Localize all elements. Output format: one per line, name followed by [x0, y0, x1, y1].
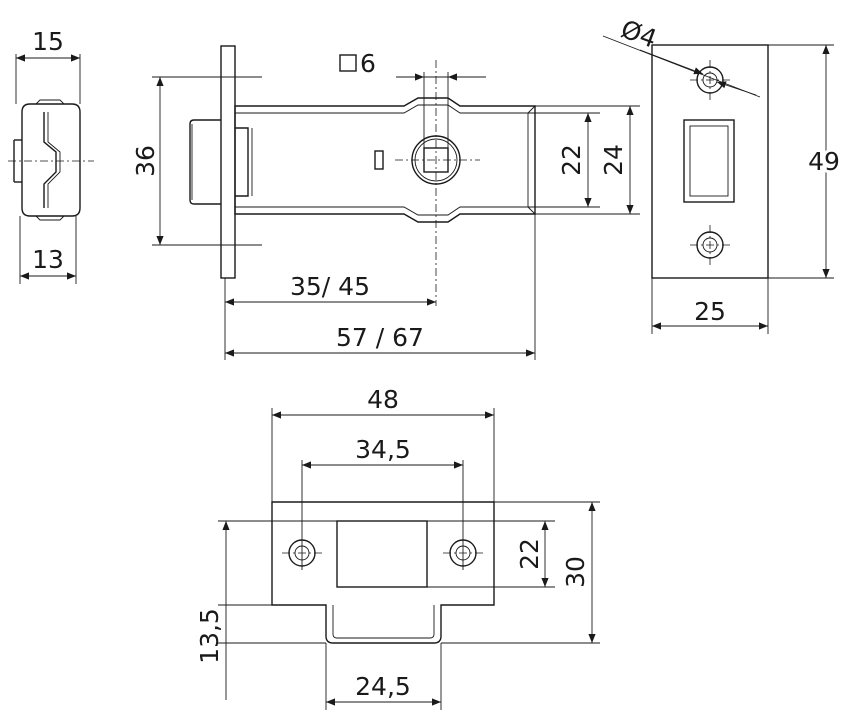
faceplate-outline [651, 44, 769, 279]
side-view-body [21, 103, 81, 217]
dim-label-hole-spacing: 34,5 [355, 435, 411, 464]
dim-label-faceplate-height: 36 [131, 145, 160, 177]
dim-label-hole-diameter: Ø4 [617, 14, 660, 53]
dim-label-case-outer: 24 [599, 144, 628, 176]
dim-label-side-bottom: 13 [32, 245, 64, 274]
latch-bolt [189, 119, 221, 205]
side-view: 15 13 [8, 27, 94, 284]
dim-label-total: 57 / 67 [336, 323, 424, 352]
dim-label-strike-inner: 22 [515, 538, 544, 570]
strike-window [336, 520, 428, 588]
square-symbol-icon [339, 54, 357, 72]
dim-label-backset: 35/ 45 [290, 272, 370, 301]
dim-label-spindle: 6 [360, 49, 376, 78]
strike-plate: 48 34,5 22 30 13,5 24,5 [195, 385, 600, 710]
faceplate-window [683, 119, 735, 203]
case-slot [374, 150, 384, 170]
side-view-split [43, 112, 57, 208]
dim-label-side-top: 15 [32, 27, 64, 56]
faceplate-view: Ø4 49 25 [602, 14, 843, 334]
main-view: 6 36 22 24 35/ 45 57 / 67 [131, 45, 640, 360]
dim-label-lip-width: 24,5 [355, 672, 411, 701]
dim-label-faceplate-width: 25 [694, 297, 726, 326]
latch-case [234, 97, 536, 223]
main-faceplate [220, 45, 236, 279]
dim-label-faceplate-height-49: 49 [808, 147, 840, 176]
dim-label-case-inner: 22 [557, 144, 586, 176]
dim-label-strike-outer: 30 [561, 556, 590, 588]
strike-plate-outline [271, 501, 495, 644]
dim-label-strike-offset: 13,5 [195, 608, 224, 664]
dim-label-strike-width: 48 [367, 385, 399, 414]
